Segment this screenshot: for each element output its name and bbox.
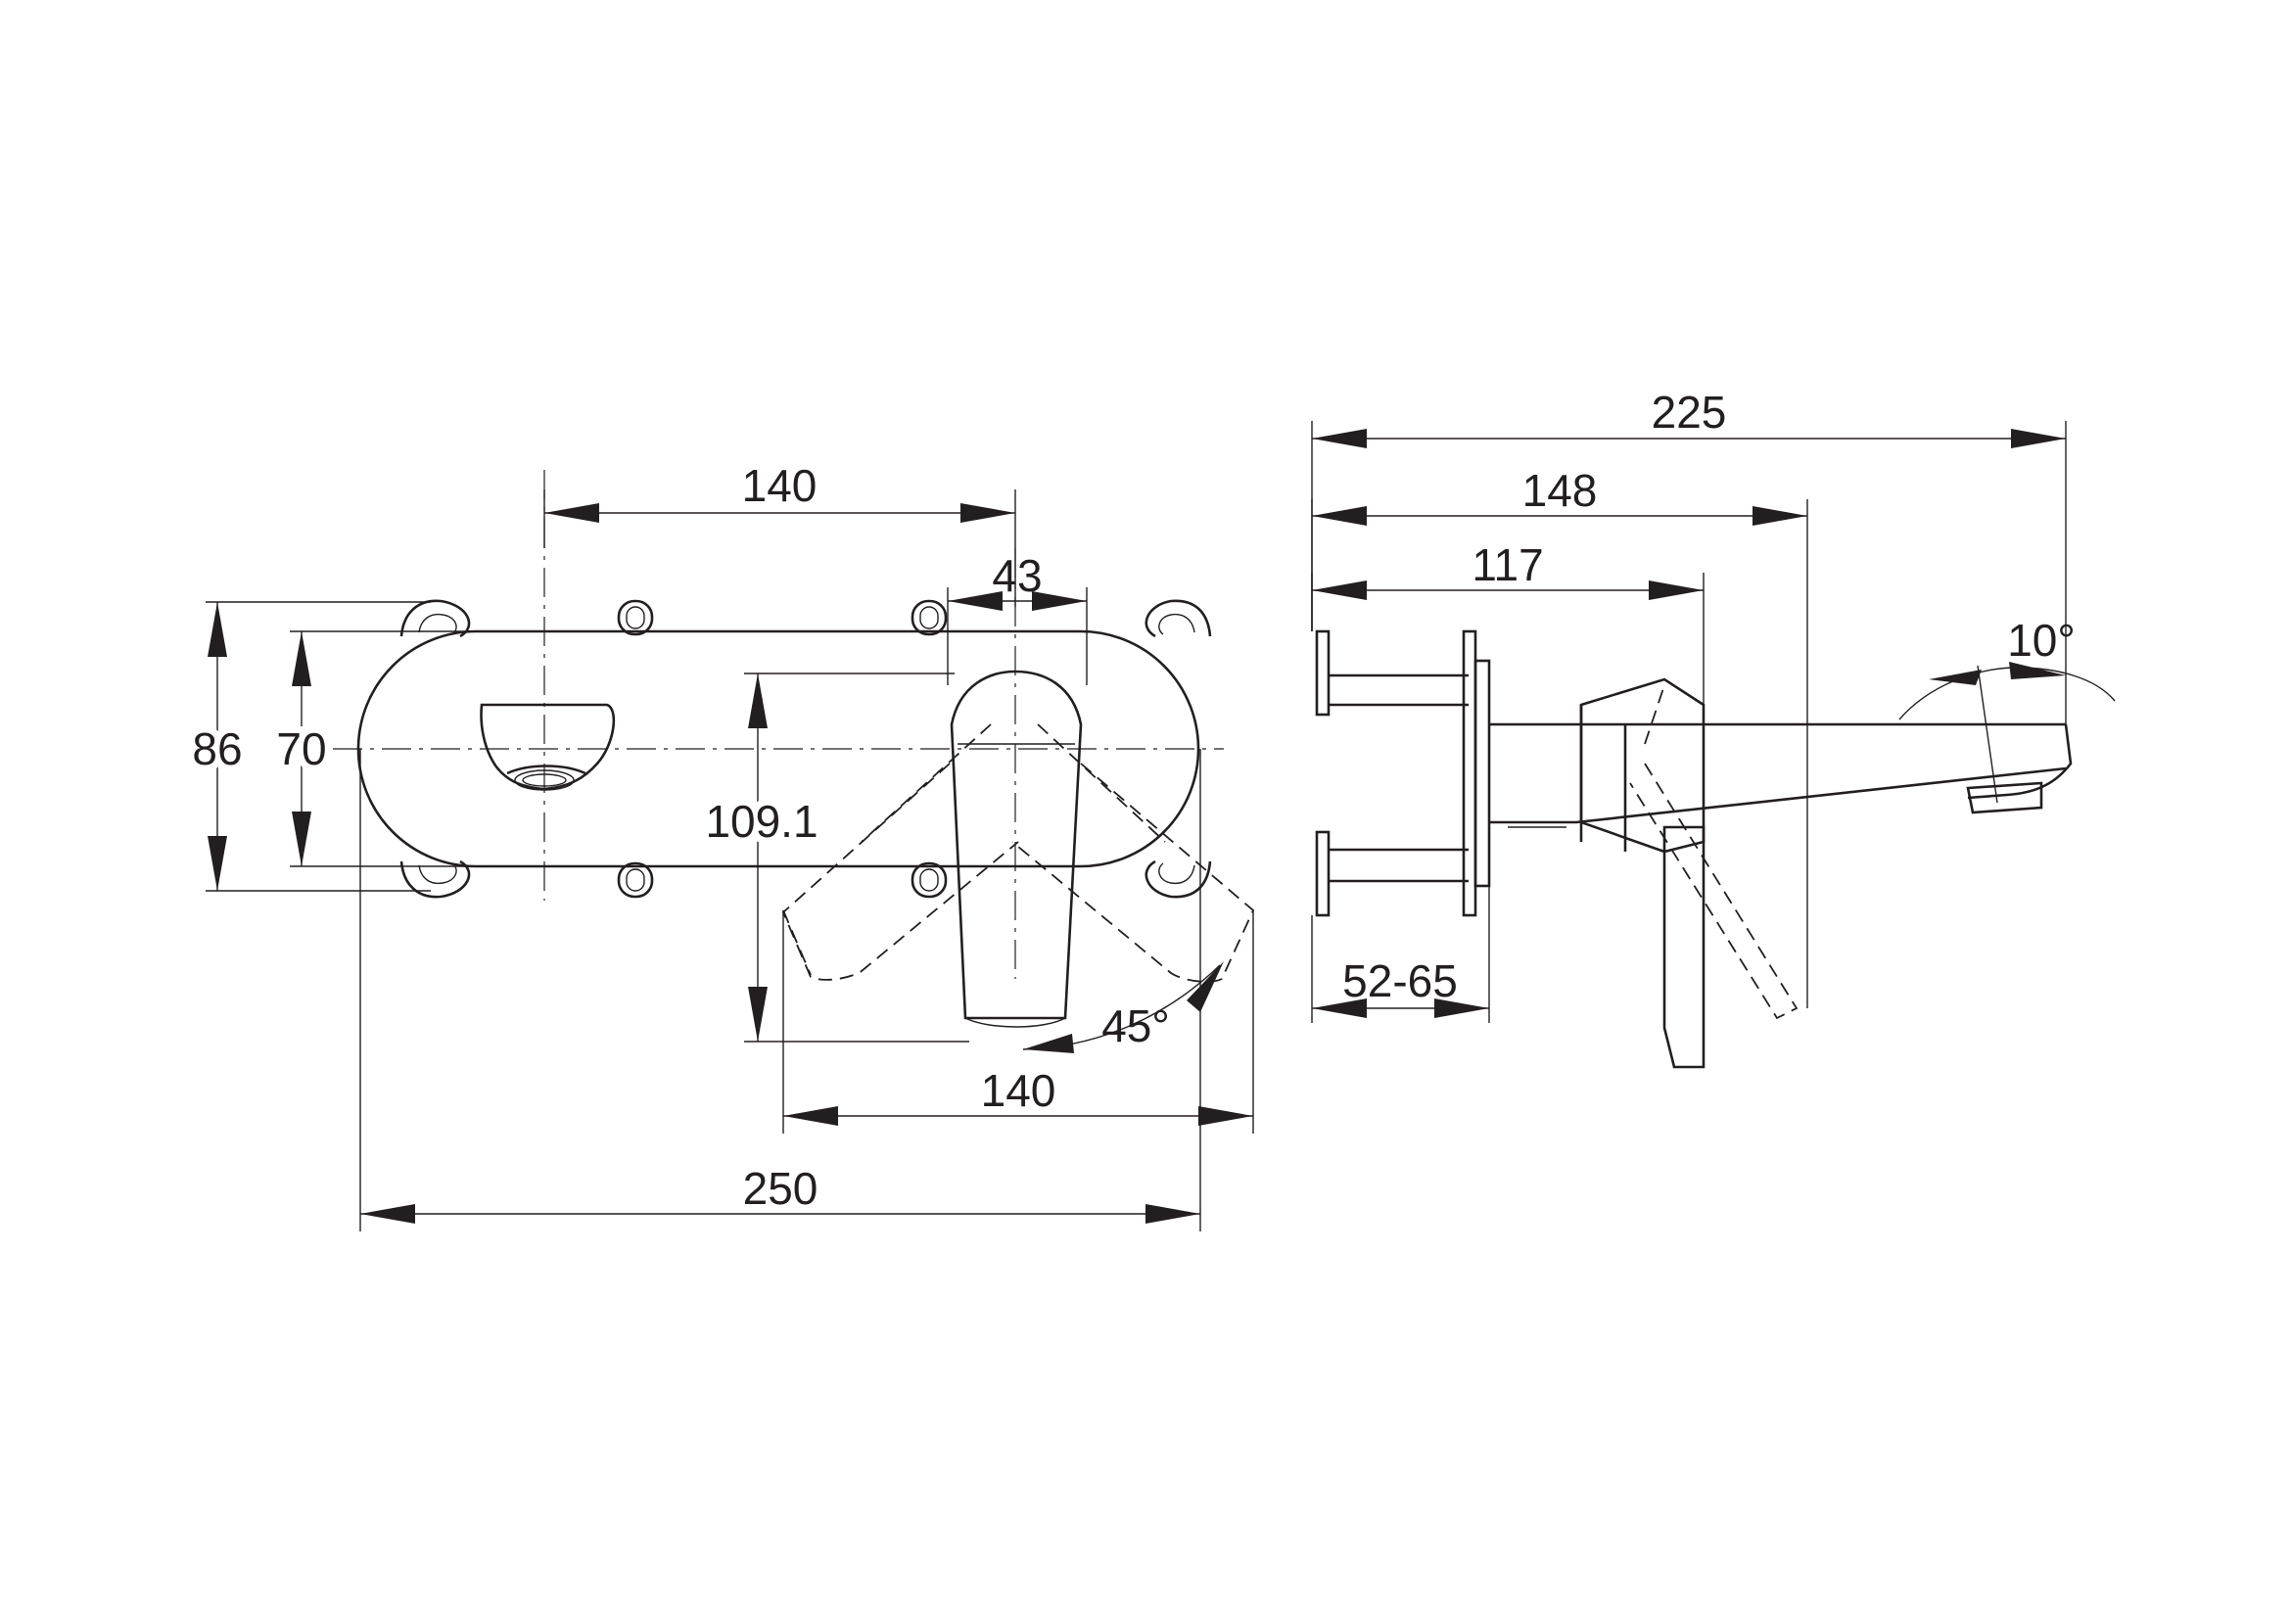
handle-rotated-left-ghost: [781, 763, 1019, 981]
dim-handle-drop-label: 109.1: [705, 796, 818, 847]
handle-lever-side: [1662, 825, 1706, 1069]
dim-overall-height-label: 86: [192, 723, 242, 774]
dim-body-depth: 117: [1311, 539, 1705, 705]
dim-overall-height: 86: [185, 601, 431, 892]
handle-lever-ghost-side: [1629, 684, 1799, 1020]
mounting-lug-top-mid-right: [911, 599, 948, 636]
dim-rotation-angle-label: 45°: [1101, 1000, 1170, 1051]
rough-in-body: [1315, 629, 1491, 917]
dim-wall-range-label: 52-65: [1342, 955, 1458, 1006]
handle-cover-side: [1579, 677, 1706, 854]
dim-handle-depth: 148: [1311, 465, 1808, 1008]
dim-top-width-label: 140: [742, 460, 818, 511]
mounting-lug-bottom-mid-right: [911, 861, 948, 899]
spout-outlet: [480, 703, 616, 791]
spout-body-side: [1489, 722, 2073, 828]
mounting-lug-bottom-left: [399, 859, 471, 899]
mounting-lug-bottom-mid-left: [617, 861, 654, 899]
mounting-lug-bottom-right: [1145, 859, 1212, 899]
dim-spout-angle: 10°: [1898, 615, 2116, 804]
mounting-lug-top-mid-left: [617, 599, 654, 636]
dim-handle-depth-label: 148: [1522, 465, 1598, 516]
dim-handle-width-label: 43: [992, 550, 1042, 601]
dim-overall-depth-label: 225: [1652, 387, 1727, 438]
dim-handle-width: 43: [947, 550, 1088, 685]
mounting-lug-top-left: [399, 599, 471, 638]
dim-overall-width-label: 250: [743, 1163, 818, 1214]
mixer-handle: [950, 670, 1083, 1028]
front-view: 140 43 86 70: [185, 460, 1255, 1231]
dim-rotation-angle: 45°: [1022, 961, 1224, 1053]
mounting-lug-top-right: [1145, 599, 1212, 638]
dim-overall-depth: 225: [1311, 387, 2067, 724]
side-view: 225 148 117 52-65: [1311, 387, 2116, 1069]
handle-rotated-right-ghost: [861, 723, 1255, 983]
dim-lower-width-label: 140: [981, 1065, 1056, 1116]
dim-plate-height-label: 70: [276, 723, 326, 774]
dim-lower-width: 140: [782, 910, 1254, 1134]
dim-handle-drop: 109.1: [698, 673, 969, 1043]
dim-wall-range: 52-65: [1311, 886, 1490, 1023]
dim-body-depth-label: 117: [1472, 539, 1543, 590]
dim-plate-height: 70: [269, 630, 490, 867]
dim-overall-width: 250: [359, 749, 1201, 1231]
dim-spout-angle-label: 10°: [2007, 615, 2076, 666]
dim-top-width: 140: [543, 460, 1016, 607]
